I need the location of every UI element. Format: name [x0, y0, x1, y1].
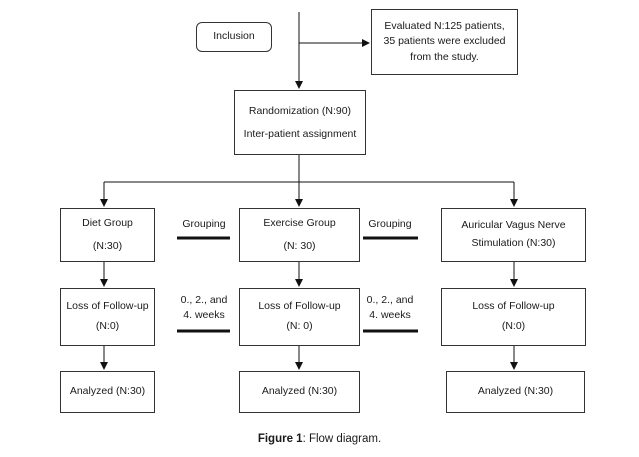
vagus-followup-n: (N:0): [501, 320, 526, 332]
vagus-analyzed-box: Analyzed (N:30): [446, 371, 585, 413]
diet-analyzed-box: Analyzed (N:30): [60, 371, 155, 413]
randomization-box: Randomization (N:90) Inter-patient assig…: [234, 90, 366, 155]
figure-caption-text: : Flow diagram.: [302, 433, 382, 445]
exclusion-box: Evaluated N:125 patients, 35 patients we…: [371, 9, 518, 75]
vagus-group-name-2: Stimulation (N:30): [471, 237, 556, 249]
diet-followup-n: (N:0): [95, 320, 120, 332]
exercise-group-n: (N: 30): [283, 240, 316, 252]
diet-analyzed-label: Analyzed (N:30): [69, 385, 146, 398]
vagus-followup-box: Loss of Follow-up (N:0): [441, 288, 586, 346]
exclusion-line-3: from the study.: [410, 50, 479, 63]
figure-caption-prefix: Figure 1: [257, 433, 303, 445]
exercise-followup-box: Loss of Follow-up (N: 0): [239, 288, 360, 346]
randomization-line-1: Randomization (N:90): [248, 105, 352, 118]
weeks-label-1-line-2: 4. weeks: [183, 309, 225, 322]
inclusion-label: Inclusion: [213, 30, 255, 43]
weeks-label-1-line-1: 0., 2., and: [180, 294, 228, 306]
vagus-group-name: Auricular Vagus Nerve: [461, 219, 566, 232]
diet-group-name: Diet Group: [82, 216, 133, 229]
weeks-label-2-line-1: 0., 2., and: [366, 294, 414, 306]
randomization-line-2: Inter-patient assignment: [243, 127, 357, 140]
diet-followup-label: Loss of Follow-up: [66, 300, 149, 313]
weeks-label-2: 0., 2., and 4. weeks: [356, 293, 424, 323]
exercise-analyzed-label: Analyzed (N:30): [261, 385, 338, 398]
exclusion-line-1: Evaluated N:125 patients,: [384, 20, 505, 33]
exercise-analyzed-box: Analyzed (N:30): [239, 371, 360, 413]
vagus-analyzed-label: Analyzed (N:30): [477, 385, 554, 398]
vagus-followup-label: Loss of Follow-up: [472, 300, 555, 313]
exercise-followup-label: Loss of Follow-up: [258, 300, 341, 313]
exercise-followup-n: (N: 0): [286, 320, 313, 332]
vagus-group-box: Auricular Vagus Nerve Stimulation (N:30): [441, 208, 586, 262]
weeks-label-2-line-2: 4. weeks: [369, 309, 411, 322]
inclusion-box: Inclusion: [196, 22, 272, 52]
figure-caption: Figure 1: Flow diagram.: [0, 433, 639, 445]
grouping-label-2: Grouping: [368, 218, 412, 230]
diet-followup-box: Loss of Follow-up (N:0): [60, 288, 155, 346]
exclusion-line-2: 35 patients were excluded: [383, 35, 506, 48]
diet-group-box: Diet Group (N:30): [60, 208, 155, 262]
exercise-group-name: Exercise Group: [263, 216, 336, 229]
diet-group-n: (N:30): [92, 240, 123, 252]
exercise-group-box: Exercise Group (N: 30): [239, 208, 360, 262]
weeks-label-1: 0., 2., and 4. weeks: [170, 293, 238, 323]
grouping-label-1: Grouping: [182, 218, 226, 230]
